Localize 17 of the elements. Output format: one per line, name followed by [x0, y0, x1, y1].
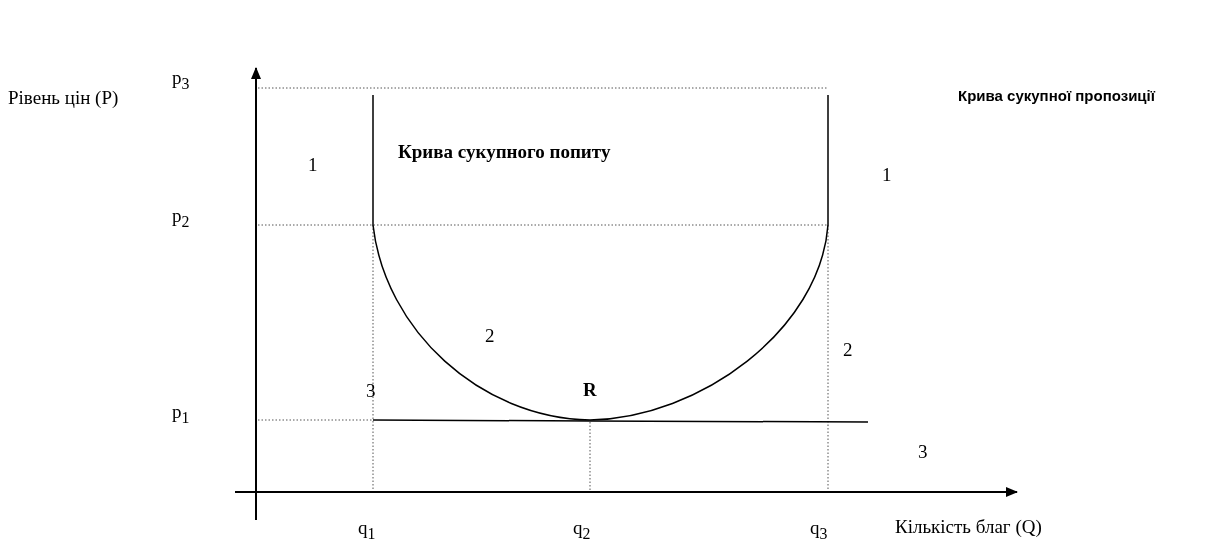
- tick-label: p$_{3}$: [172, 68, 190, 93]
- curve-label: Крива сукупного попиту: [398, 142, 611, 163]
- curve-label: Крива сукупної пропозиції: [958, 88, 1155, 105]
- tick-label: p$_{1}$: [172, 402, 190, 427]
- region-number: 2: [485, 326, 495, 347]
- tick-label: q$_{3}$: [810, 518, 828, 543]
- point-label: R: [583, 380, 597, 401]
- tick-label: q$_{2}$: [573, 518, 591, 543]
- region-number: 1: [308, 155, 318, 176]
- region-number: 3: [918, 442, 928, 463]
- region-number: 1: [882, 165, 892, 186]
- tick-label: q$_{1}$: [358, 518, 376, 543]
- tick-label: p$_{2}$: [172, 206, 190, 231]
- axis-label: Кількість благ (Q): [895, 517, 1042, 538]
- region-number: 3: [366, 381, 376, 402]
- axis-label: Рівень цін (P): [8, 88, 119, 109]
- region-number: 2: [843, 340, 853, 361]
